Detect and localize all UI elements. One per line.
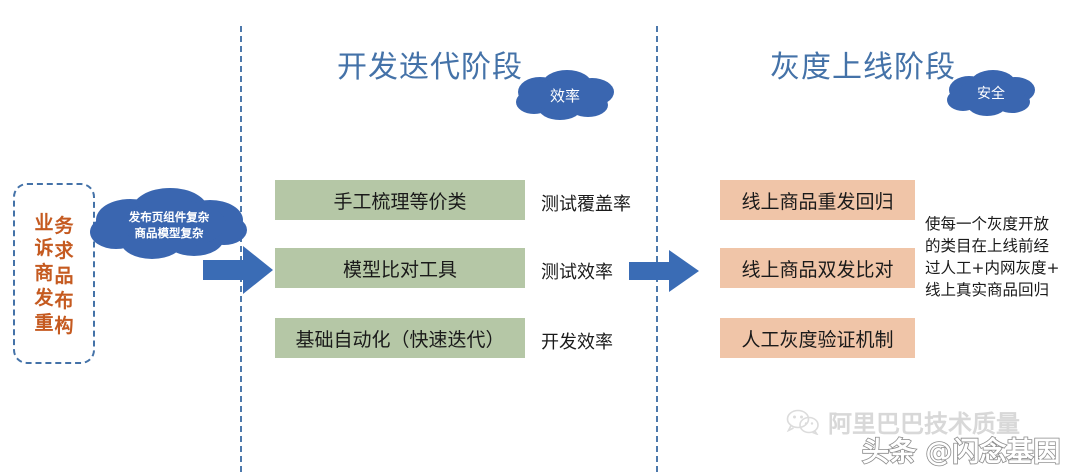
dev-stage-box-2: 模型比对工具 xyxy=(275,248,525,288)
headline-watermark: 头条 @闪念基因 xyxy=(861,436,1061,469)
business-demand-box xyxy=(13,183,95,364)
brand-watermark-text: 阿里巴巴技术质量 xyxy=(828,410,1020,438)
cloud-shape-icon xyxy=(947,70,1035,116)
efficiency-cloud: 效率 xyxy=(512,64,618,126)
business-demand-label: 业 诉 商 发 重 务 求 品 布 构 xyxy=(13,183,95,364)
problem-cloud-line-2: 商品模型复杂 xyxy=(134,226,204,240)
gray-stage-box-2: 线上商品双发比对 xyxy=(720,248,915,288)
safety-cloud-text: 安全 xyxy=(977,86,1005,102)
problem-cloud-text: 发布页组件复杂 商品模型复杂 xyxy=(86,186,252,264)
dev-metric-1: 测试覆盖率 xyxy=(541,194,631,215)
flow-arrow-1 xyxy=(203,246,273,294)
dev-metric-2: 测试效率 xyxy=(541,262,613,283)
right-arrow-icon xyxy=(629,250,699,292)
phase-divider-left xyxy=(240,26,242,472)
problem-cloud-line-1: 发布页组件复杂 xyxy=(128,210,210,224)
dev-stage-box-1: 手工梳理等价类 xyxy=(275,180,525,220)
business-demand-column-2: 务 求 品 布 构 xyxy=(54,215,74,337)
business-demand-column-1: 业 诉 商 发 重 xyxy=(34,212,54,334)
safety-cloud: 安全 xyxy=(943,64,1039,122)
wechat-icon xyxy=(786,409,819,435)
dev-phase-title: 开发迭代阶段 xyxy=(337,50,523,85)
phase-divider-right xyxy=(656,26,658,472)
gray-stage-box-1: 线上商品重发回归 xyxy=(720,180,915,220)
dev-stage-box-3: 基础自动化（快速迭代） xyxy=(275,318,525,358)
right-arrow-icon xyxy=(203,246,273,294)
gray-stage-box-3: 人工灰度验证机制 xyxy=(720,318,915,358)
gray-phase-description: 使每一个灰度开放 的类目在上线前经 过人工+内网灰度+ 线上真实商品回归 xyxy=(925,215,1060,299)
problem-cloud: 发布页组件复杂 商品模型复杂 xyxy=(86,186,252,264)
dev-metric-3: 开发效率 xyxy=(541,332,613,353)
flow-arrow-2 xyxy=(629,250,699,292)
cloud-shape-icon xyxy=(90,188,247,259)
cloud-shape-icon xyxy=(516,70,614,120)
efficiency-cloud-text: 效率 xyxy=(549,86,580,105)
brand-watermark: 阿里巴巴技术质量 xyxy=(786,404,1020,439)
gray-phase-title: 灰度上线阶段 xyxy=(770,50,956,85)
